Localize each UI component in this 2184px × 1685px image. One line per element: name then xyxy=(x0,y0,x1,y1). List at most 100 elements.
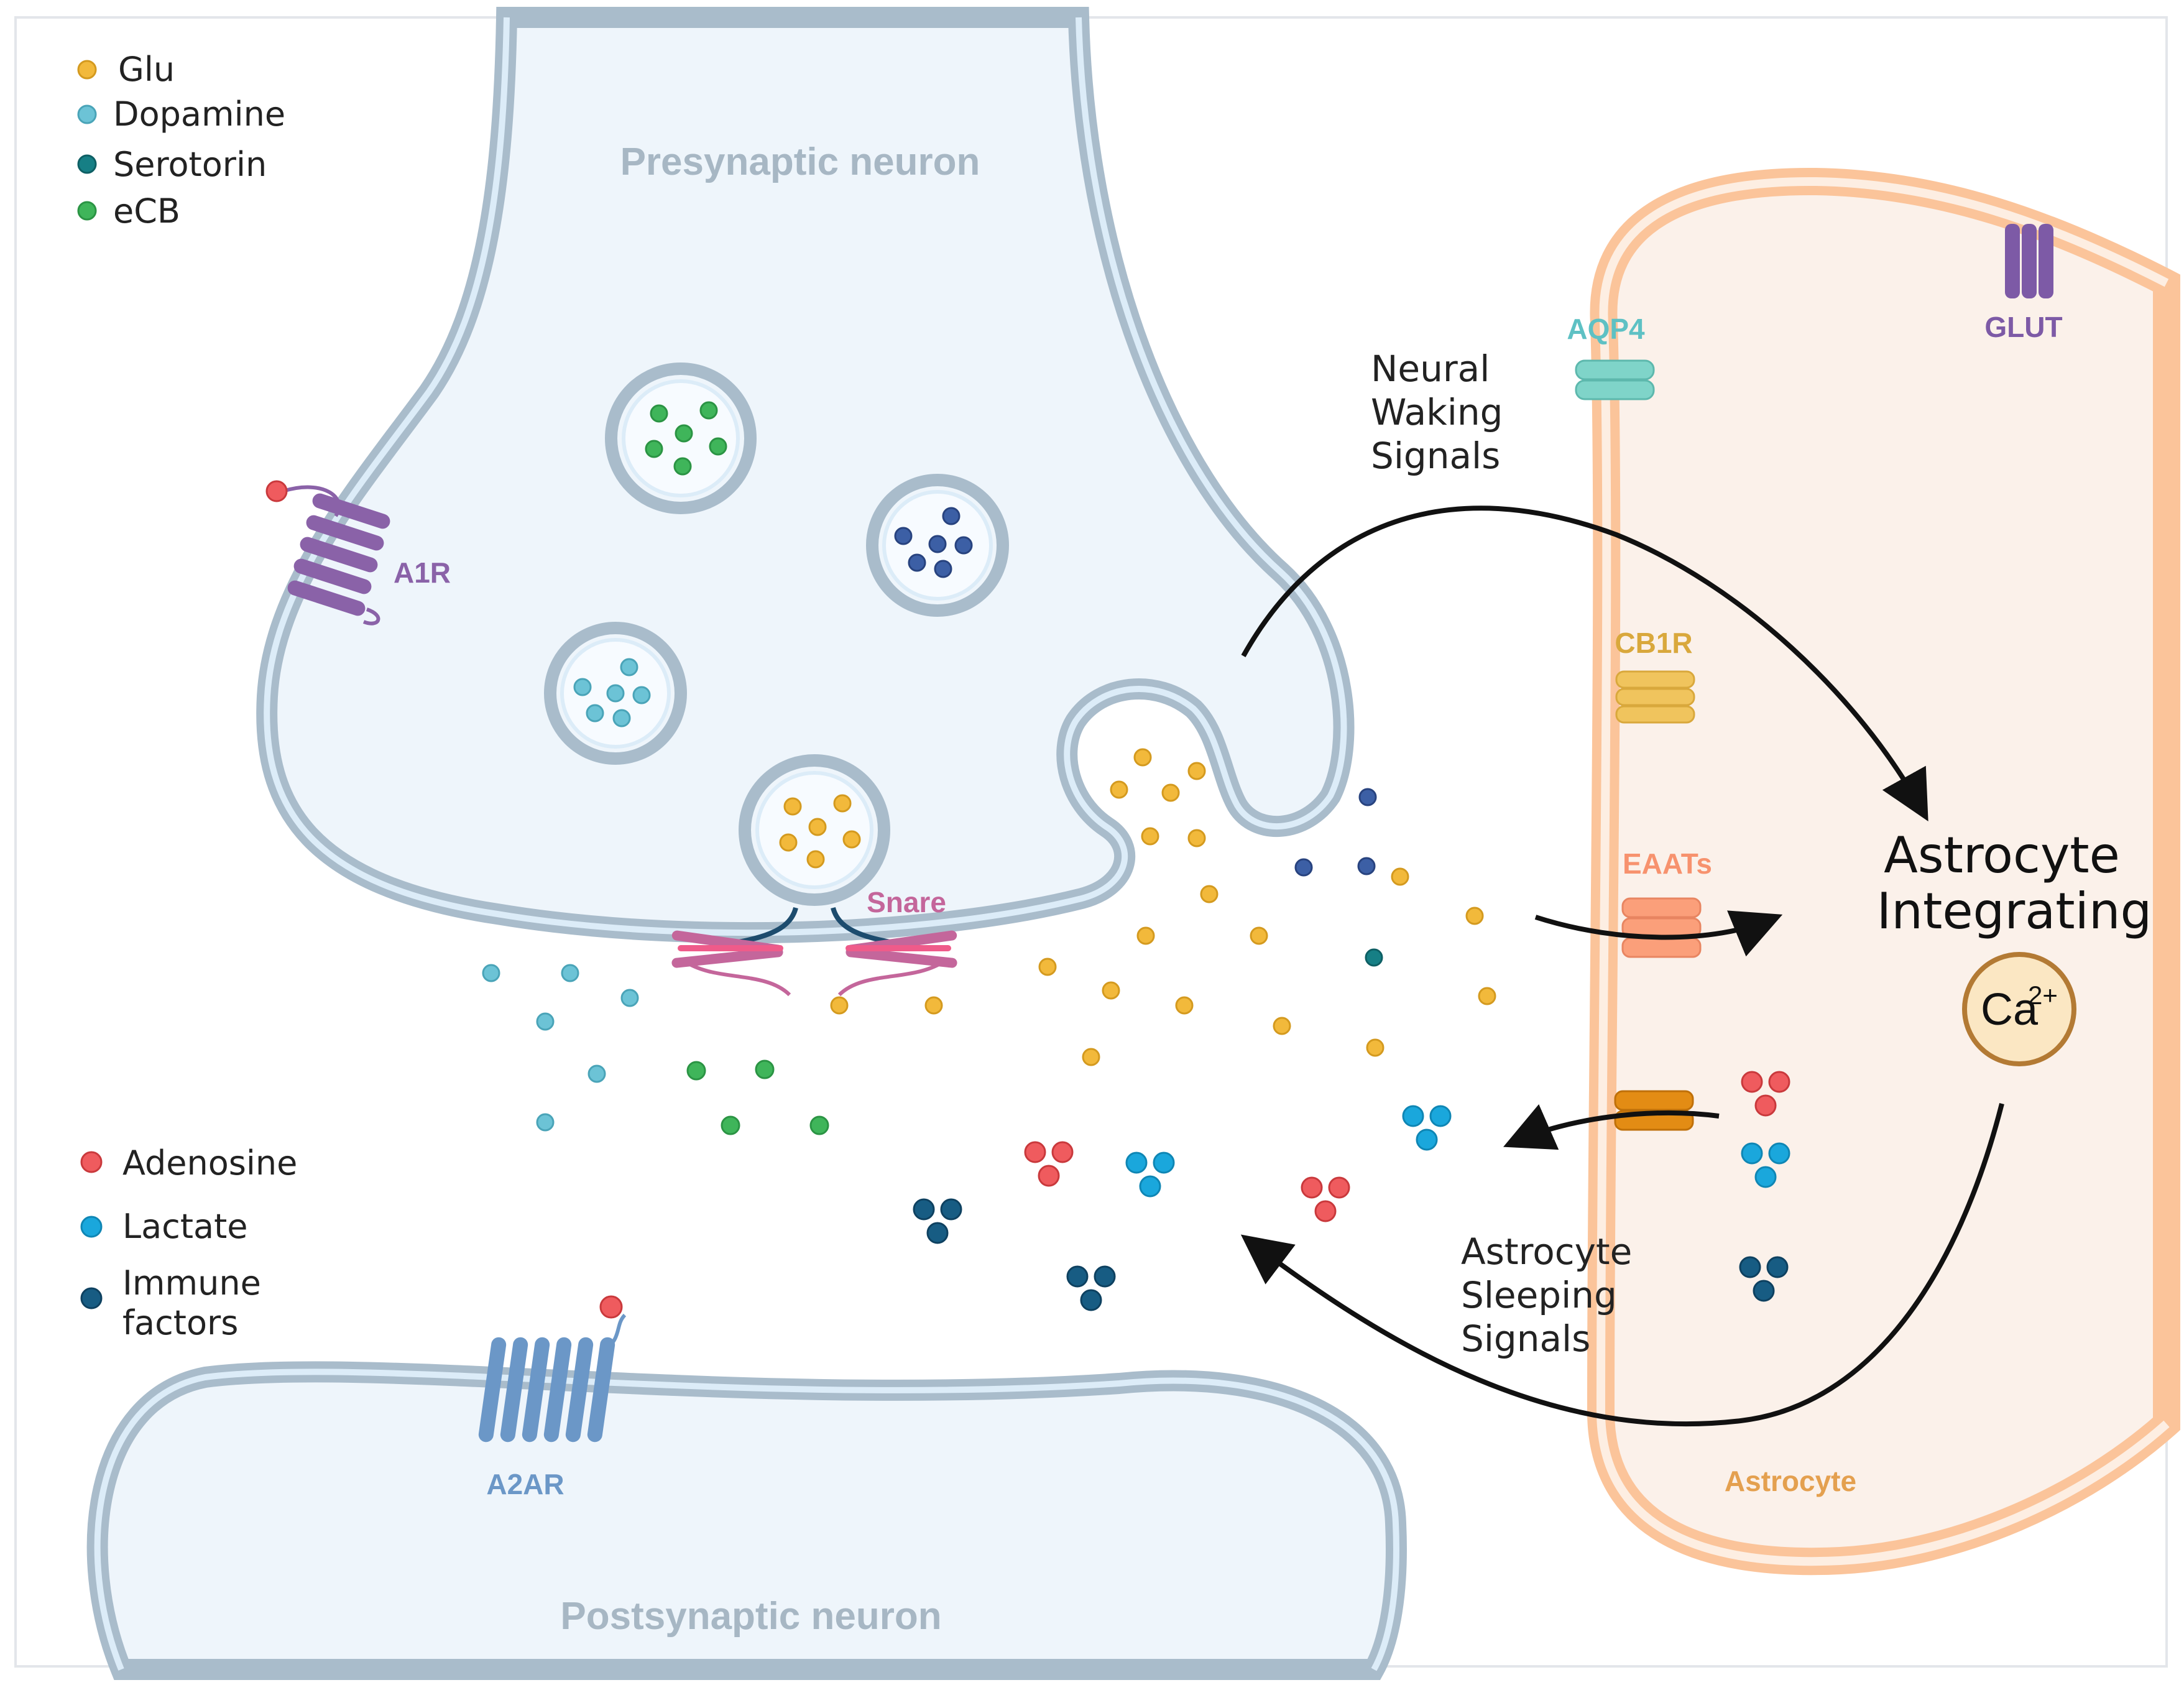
eaats-uptake-arrow xyxy=(1534,910,1783,957)
legend-label-ecb: eCB xyxy=(113,192,180,231)
calcium-symbol: Ca xyxy=(1981,985,2039,1035)
adenosine-ligand-postsynaptic xyxy=(599,1295,623,1319)
glutamate-molecule xyxy=(842,830,861,849)
calcium-charge: 2+ xyxy=(2028,981,2058,1010)
glutamate-molecule xyxy=(1366,1038,1385,1057)
vesicle-molecule xyxy=(942,507,961,525)
immune-factor-cluster xyxy=(1766,1256,1789,1278)
lactate-cluster xyxy=(1741,1142,1763,1165)
aqp4-channel xyxy=(1575,359,1655,400)
lactate-cluster xyxy=(1429,1105,1452,1127)
vesicle-molecule xyxy=(954,536,973,555)
glutamate-molecule xyxy=(833,794,852,813)
svg-text:Ca: Ca xyxy=(1981,985,2039,1035)
legend-label-serotonin: Serotorin xyxy=(113,145,267,184)
ecb-molecule xyxy=(755,1059,775,1079)
immune-factor-cluster xyxy=(1066,1265,1089,1288)
adenosine-cluster xyxy=(1314,1200,1337,1222)
dopamine-molecule xyxy=(620,658,638,676)
presynaptic-label: Presynaptic neuron xyxy=(620,141,980,183)
serotonin-molecule xyxy=(1357,857,1376,875)
glutamate-molecule xyxy=(830,996,849,1015)
glutamate-molecule xyxy=(1187,762,1206,780)
lactate-cluster xyxy=(1139,1175,1161,1198)
legend-swatch-adenosine xyxy=(80,1151,103,1173)
vesicle-molecule xyxy=(928,535,947,553)
sleeping-label-line1: Astrocyte xyxy=(1461,1230,1632,1273)
cb1r-label: CB1R xyxy=(1615,627,1692,659)
adenosine-cluster xyxy=(1024,1141,1046,1163)
immune-factor-cluster xyxy=(1739,1256,1761,1278)
glutamate-molecule xyxy=(779,833,798,852)
lactate-cluster xyxy=(1125,1152,1148,1174)
adenosine-cluster xyxy=(1754,1094,1777,1117)
ecb-molecule xyxy=(686,1061,706,1081)
glutamate-molecule xyxy=(808,818,827,836)
waking-label-line2: Waking xyxy=(1371,391,1503,433)
ecb-molecule xyxy=(675,424,693,443)
legend-label-dopamine: Dopamine xyxy=(113,95,285,134)
glutamate-molecule xyxy=(1250,926,1268,945)
legend-swatch-immune xyxy=(80,1287,103,1309)
glutamate-molecule xyxy=(1465,907,1484,925)
adenosine-cluster xyxy=(1328,1176,1350,1199)
glutamate-molecule xyxy=(1133,748,1152,767)
glutamate-molecule xyxy=(1136,926,1155,945)
immune-factor-cluster xyxy=(940,1198,962,1221)
glutamate-molecule xyxy=(1391,867,1409,886)
legend-label-adenosine: Adenosine xyxy=(122,1143,297,1183)
dopamine-molecule xyxy=(573,678,592,696)
lactate-cluster xyxy=(1416,1129,1438,1151)
presynaptic-neuron xyxy=(256,7,1355,944)
astrocyte-sleeping-arrow xyxy=(1240,1103,2004,1427)
immune-factor-cluster xyxy=(1753,1280,1775,1302)
ecb-molecule xyxy=(645,440,663,458)
immune-factor-cluster xyxy=(1080,1289,1102,1311)
lactate-cluster xyxy=(1754,1166,1777,1188)
dopamine-molecule xyxy=(482,964,500,982)
glutamate-molecule xyxy=(1200,885,1219,903)
astrocyte-label: Astrocyte xyxy=(1725,1465,1856,1497)
neural-waking-arrow xyxy=(1241,506,1928,821)
glutamate-molecule xyxy=(1161,783,1180,802)
glut-label: GLUT xyxy=(1984,311,2062,343)
astrocyte-release-channel xyxy=(1614,1090,1694,1131)
legend-sleep-factors: Adenosine Lactate Immune factors xyxy=(80,1143,297,1342)
glut-transporter xyxy=(2005,224,2053,298)
integrating-label-line2: Integrating xyxy=(1877,882,2152,940)
legend-swatch-serotonin xyxy=(77,154,97,174)
glutamate-molecule xyxy=(924,996,943,1015)
integrating-label-line1: Astrocyte xyxy=(1884,826,2120,884)
legend-label-glu: Glu xyxy=(118,50,175,89)
glutamate-molecule xyxy=(1175,996,1194,1015)
lactate-cluster xyxy=(1153,1152,1175,1174)
waking-label-line3: Signals xyxy=(1371,435,1500,477)
snare-label: Snare xyxy=(867,886,946,918)
dopamine-molecule xyxy=(612,709,631,727)
astrocyte-release-arrow xyxy=(1503,1104,1720,1150)
ecb-molecule xyxy=(721,1115,740,1135)
dopamine-molecule xyxy=(632,686,651,704)
adenosine-cluster xyxy=(1038,1165,1060,1187)
adenosine-cluster xyxy=(1768,1071,1790,1093)
a2ar-label: A2AR xyxy=(486,1468,564,1500)
dopamine-molecule xyxy=(586,704,604,722)
snare-complex xyxy=(671,907,957,997)
legend-label-lactate: Lactate xyxy=(122,1207,248,1246)
astrocyte-cell xyxy=(1587,167,2180,1576)
dopamine-molecule xyxy=(536,1113,555,1132)
serotonin-molecule xyxy=(1365,948,1383,967)
immune-factor-cluster xyxy=(1094,1265,1116,1288)
ecb-molecule xyxy=(673,457,692,476)
eaats-label: EAATs xyxy=(1623,847,1712,880)
a1r-label: A1R xyxy=(394,556,451,589)
glutamate-molecule xyxy=(1110,780,1128,799)
ecb-molecule xyxy=(809,1115,829,1135)
glutamate-molecule xyxy=(1038,958,1057,976)
calcium-indicator: Ca 2+ xyxy=(1962,952,2076,1066)
lactate-cluster xyxy=(1402,1105,1424,1127)
molecules xyxy=(482,401,1790,1311)
immune-factor-cluster xyxy=(926,1222,949,1244)
aqp4-label: AQP4 xyxy=(1567,313,1645,345)
dopamine-molecule xyxy=(536,1012,555,1031)
